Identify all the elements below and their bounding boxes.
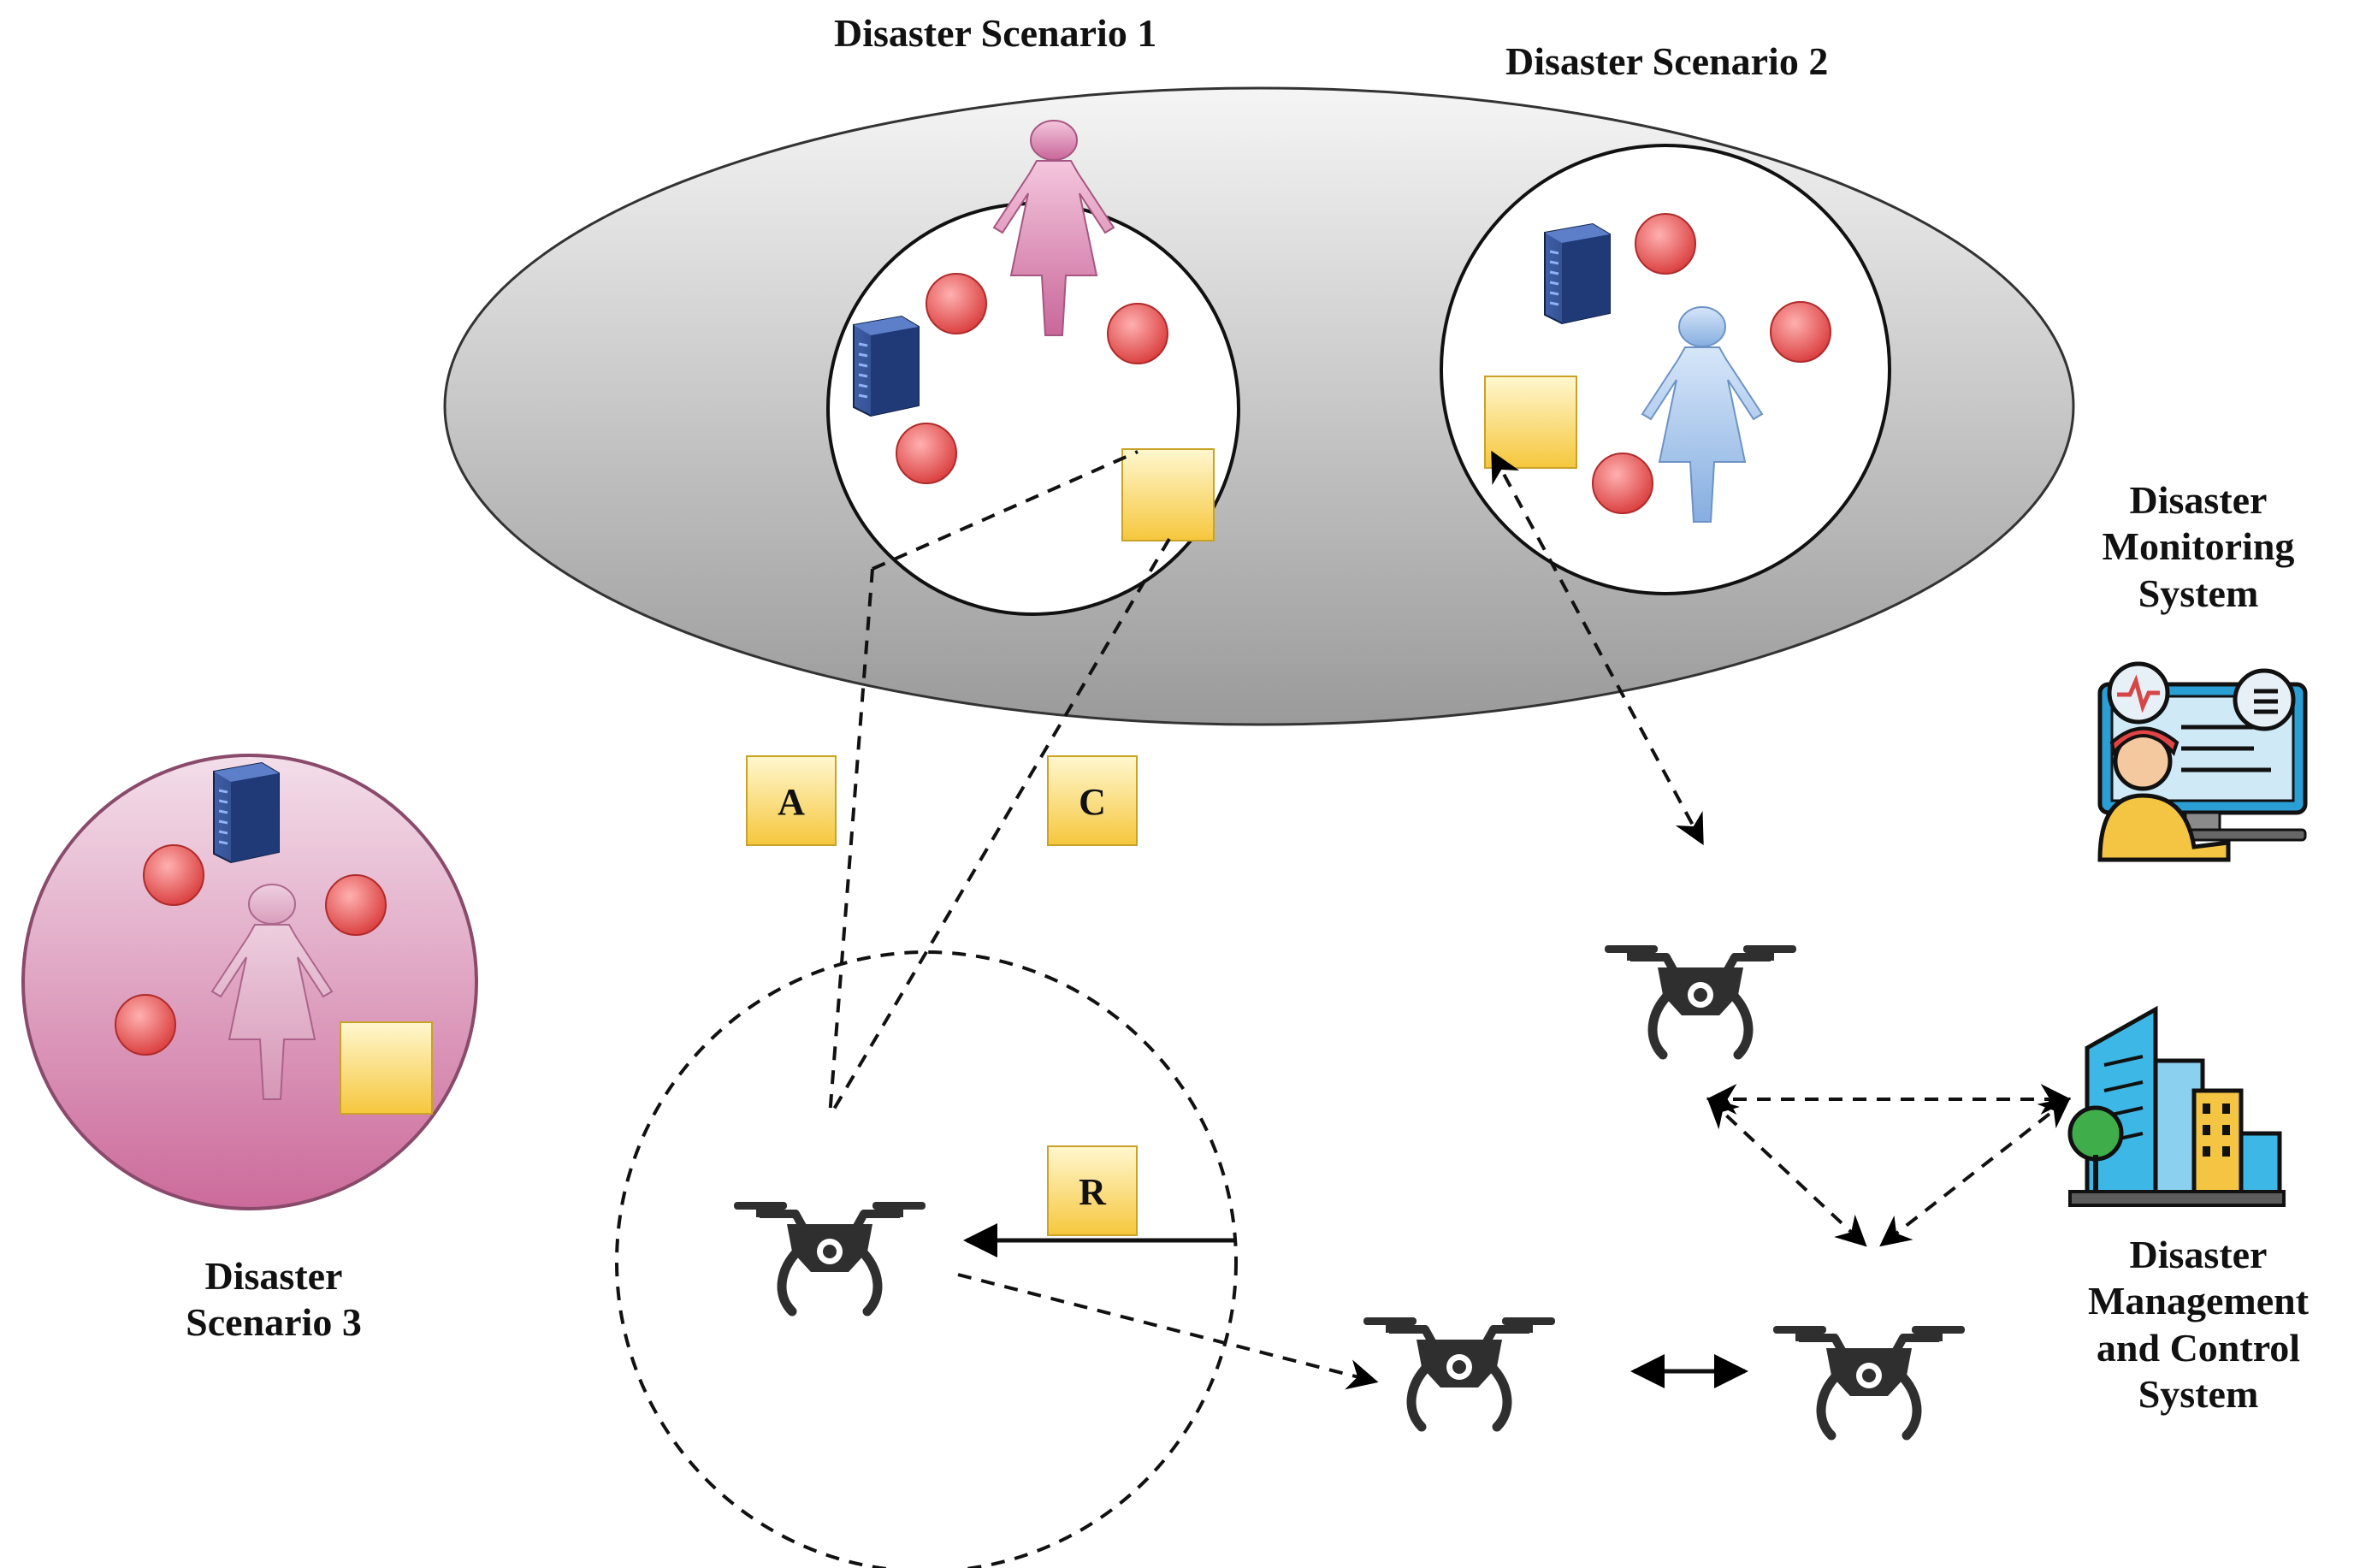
monitoring-title-line3: System bbox=[2138, 571, 2259, 615]
monitoring-title-line2: Monitoring bbox=[2102, 524, 2295, 569]
city-buildings-icon bbox=[2067, 1005, 2286, 1207]
tag-r-box bbox=[1047, 1145, 1138, 1236]
scenario-3-title-line1: Disaster bbox=[204, 1254, 343, 1298]
scenario-3-title-line2: Scenario 3 bbox=[186, 1300, 362, 1345]
management-title-line2: Management bbox=[2087, 1279, 2310, 1323]
sensor-node-icon bbox=[1770, 301, 1831, 363]
server-icon bbox=[1543, 222, 1612, 325]
sensor-node-icon bbox=[1592, 453, 1653, 514]
tag-a-label: A bbox=[778, 781, 805, 823]
scenario-2-circle bbox=[1440, 144, 1891, 595]
sensor-node-icon bbox=[1107, 303, 1168, 364]
sensor-node-icon bbox=[325, 874, 387, 936]
drone-range-circle bbox=[615, 950, 1238, 1568]
drone-icon bbox=[1605, 945, 1796, 1055]
link-control-to-swarm bbox=[1879, 1097, 2071, 1247]
link-range-drone-to-relay bbox=[957, 1273, 1379, 1390]
server-icon bbox=[852, 315, 920, 417]
dashed-link-c bbox=[828, 537, 1171, 1118]
sensor-node-icon bbox=[1635, 213, 1696, 275]
scenario-1-title: Disaster Scenario 1 bbox=[834, 11, 1157, 55]
scenario-3-title: Disaster Scenario 3 bbox=[120, 1253, 428, 1346]
management-title-line3: and Control bbox=[2096, 1325, 2301, 1370]
monitoring-title-line1: Disaster bbox=[2129, 478, 2268, 522]
tag-a-box bbox=[746, 755, 837, 846]
sensor-node-icon bbox=[115, 994, 176, 1056]
scenario-2-title: Disaster Scenario 2 bbox=[1505, 39, 1829, 83]
sensor-node-icon bbox=[143, 844, 204, 906]
sensor-node-icon bbox=[896, 423, 957, 484]
management-title-line4: System bbox=[2138, 1371, 2259, 1416]
dashed-link-a bbox=[828, 450, 1139, 1117]
management-title-line1: Disaster bbox=[2129, 1233, 2268, 1276]
tag-c-label: C bbox=[1079, 781, 1106, 823]
management-system-title: Disaster Management and Control System bbox=[2053, 1232, 2344, 1417]
data-packet-square bbox=[340, 1021, 433, 1115]
server-icon bbox=[212, 761, 281, 864]
drone-icon bbox=[1363, 1317, 1555, 1427]
data-packet-square bbox=[1484, 376, 1577, 469]
link-scenario2-to-drone bbox=[1491, 450, 1704, 846]
sensor-node-icon bbox=[926, 273, 987, 334]
monitoring-operator-icon bbox=[2097, 661, 2308, 862]
link-drone-to-swarm bbox=[1706, 1097, 1867, 1247]
monitoring-system-title: Disaster Monitoring System bbox=[2053, 477, 2344, 617]
drone-icon bbox=[734, 1202, 926, 1311]
data-packet-square bbox=[1121, 448, 1215, 541]
tag-r-label: R bbox=[1079, 1171, 1107, 1213]
tag-c-box bbox=[1047, 755, 1138, 846]
drone-icon bbox=[1773, 1326, 1965, 1435]
